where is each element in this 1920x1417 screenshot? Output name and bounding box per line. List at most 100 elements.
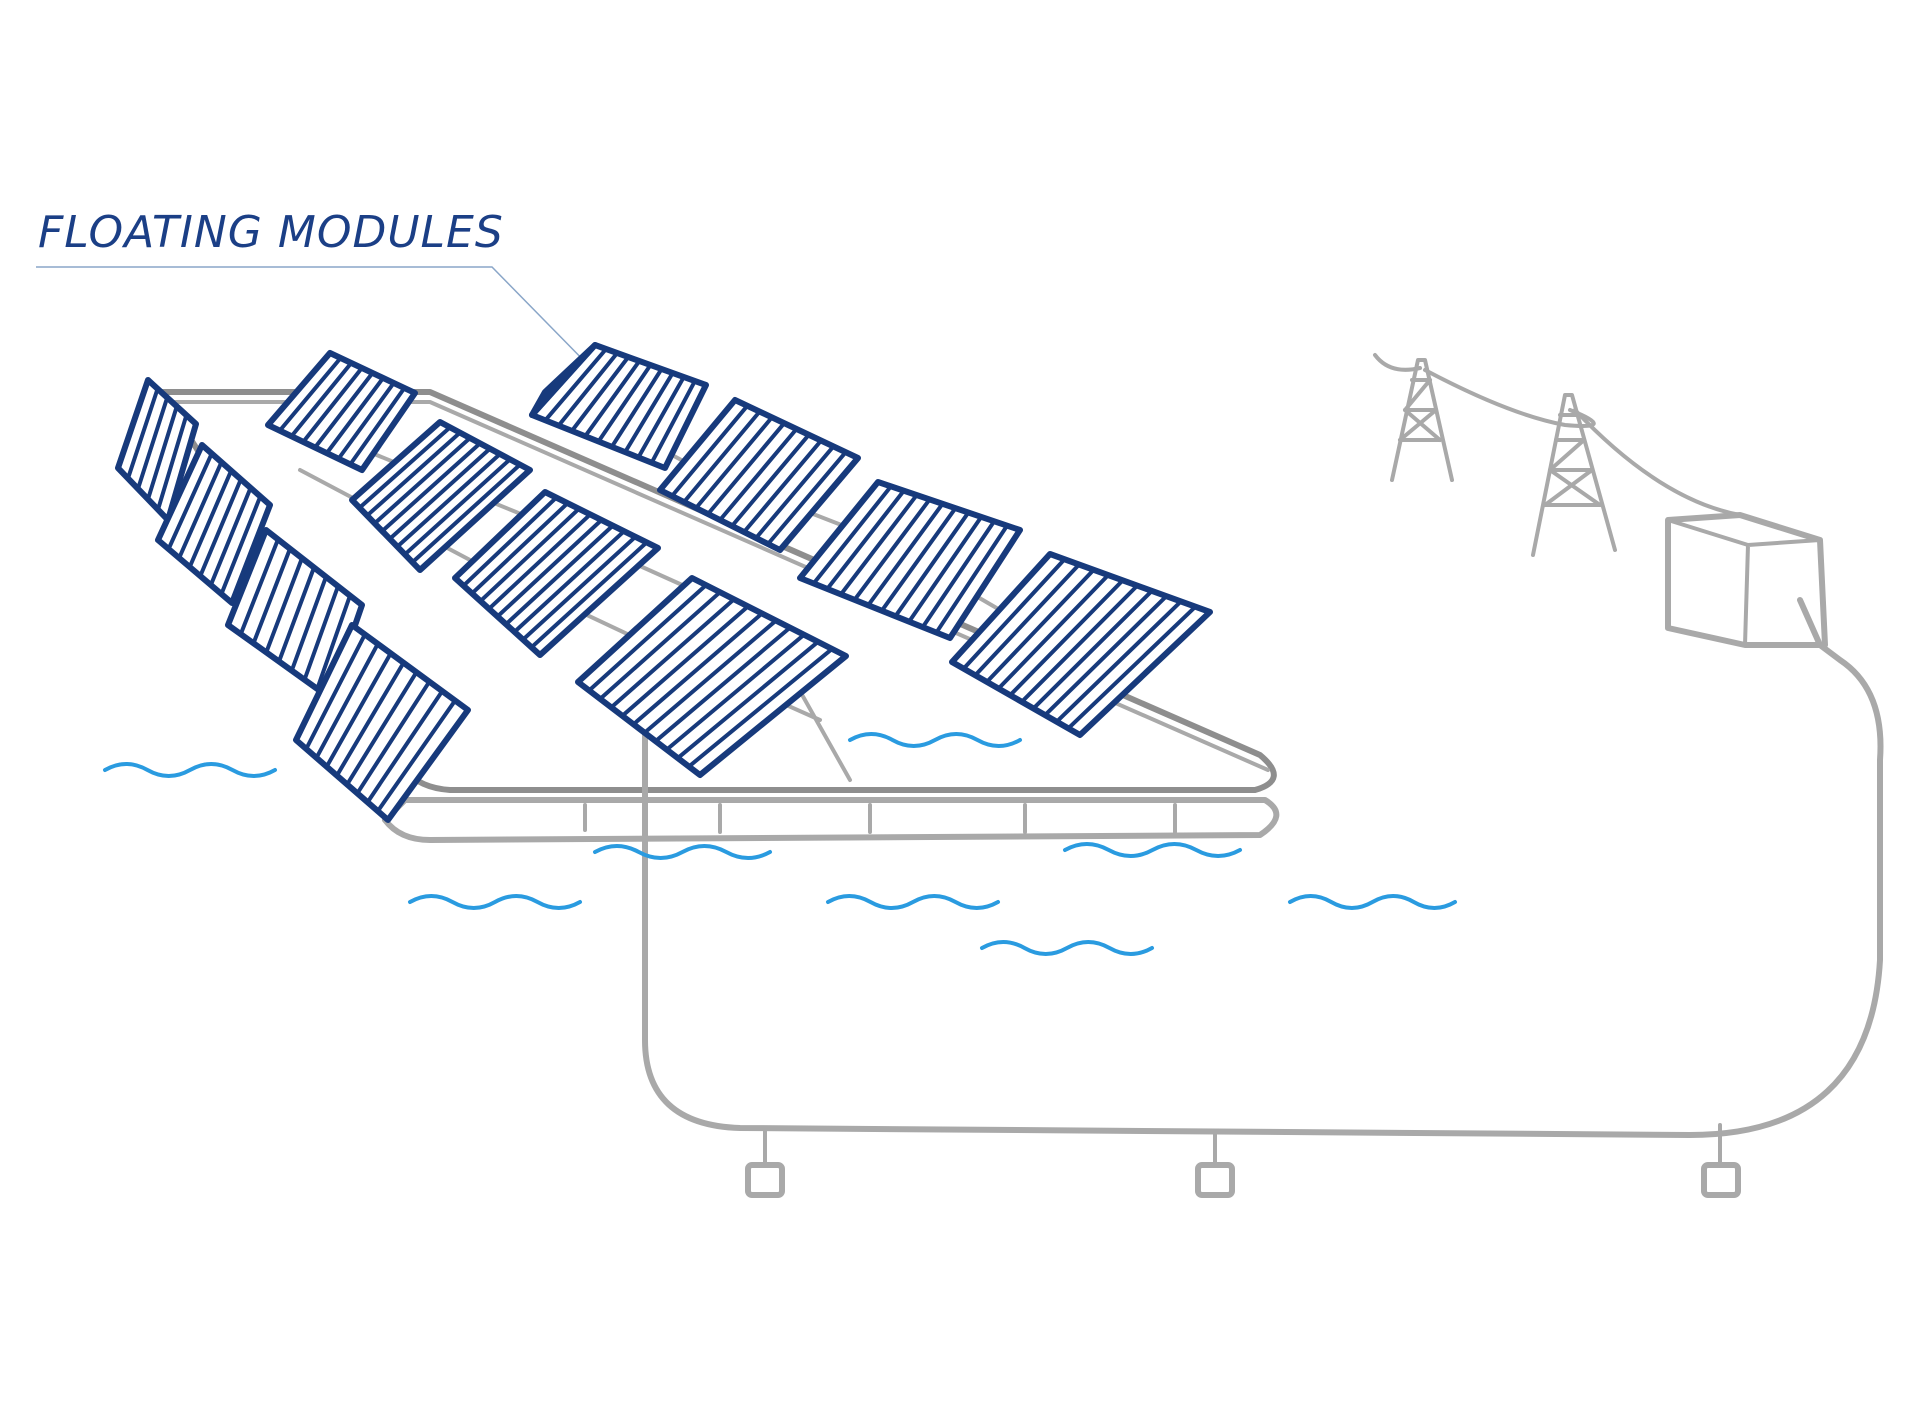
panel-cell-line [156,413,189,512]
panel-cell-line [543,347,609,423]
panel-cell-line [251,546,292,646]
pylon-1 [1390,358,1454,482]
panel-cell-line [324,651,393,769]
panel-cell-line [357,425,452,510]
panel-cell-line [907,514,984,624]
wave [593,844,772,860]
panel-cell-line [569,355,631,433]
panel-cell-line [879,506,958,613]
panel-cell-line [694,415,774,510]
panel-cell-line [556,351,620,428]
panel-cell-line [718,427,799,522]
panel-cell-line [198,477,243,578]
label-leader-line [36,266,599,376]
panel-cell-line [1043,594,1169,718]
anchor-1 [745,1126,785,1198]
panel-cell-line [238,537,280,637]
panel-cell-line [187,468,234,569]
panel-cell-line [372,436,472,526]
solar-panel [155,442,273,606]
panel-cell-line [219,494,263,596]
panel-cell-line [742,438,824,534]
panel-cell-line [529,540,649,650]
panel-cell-line [866,501,945,608]
panel-cell-line [478,506,581,604]
panel-cell-line [380,441,482,534]
floating-modules-label: FLOATING MODULES [38,207,504,258]
panel-cell-line [682,409,762,504]
panel-cell-line [973,562,1082,678]
panel-cell-line [642,618,778,735]
panel-cell-line [825,488,906,591]
panel-cell-line [375,698,458,814]
panel-cell-line [587,583,708,693]
panel-cell-line [852,497,932,602]
panel-cell-line [487,512,593,611]
panel-cell-line [410,462,522,565]
panel-cell-line [609,597,736,710]
panel-cell-line [1008,578,1125,698]
panel-cell-line [334,660,406,778]
panel-cell-line [512,529,627,634]
panel-cell-line [355,679,432,796]
wave [826,894,1000,910]
panel-cell-line [961,557,1067,671]
panel-cell-line [596,363,653,444]
panel-cell-line [1066,604,1198,731]
solar-panel [529,342,598,418]
panel-cell-line [664,632,806,752]
panel-cell-line [1031,588,1154,711]
solar-panels [115,342,1213,823]
panel-cell-line [365,689,445,805]
panel-cell-line [620,604,750,718]
wave [848,732,1022,748]
panel-cell-line [301,366,364,444]
panel-cell-line [1054,599,1183,724]
panel-cell-line [670,403,750,498]
panel-cell-line [766,450,848,546]
anchor-3 [1701,1123,1741,1198]
panel-cell-line [324,376,386,456]
panel-cell-line [649,379,697,465]
wave [408,894,582,910]
panel-cell-line [838,493,919,597]
panel-cell-line [313,371,375,450]
panel-cell-line [996,573,1111,691]
panel-cell-line [754,444,836,540]
panel-cell-line [598,590,722,701]
panel-cell-line [504,523,615,627]
panel-cell-line [387,446,492,541]
panel-cell-line [461,495,559,588]
panel-cell-line [402,457,512,557]
panel-cell-line [675,639,820,761]
panel-cell-line [289,361,354,439]
panel-cell-line [304,632,367,751]
pylon-2 [1531,393,1617,557]
water-waves [103,732,1457,956]
panel-cell-line [177,460,224,560]
panel-cell-line [934,523,1010,635]
panel-cell-line [395,452,502,549]
panel-cell-line [706,421,787,516]
power-cable [642,597,1884,1138]
panel-cell-line [631,611,764,727]
panel-cell-line [920,519,997,630]
panel-cell-line [208,485,253,587]
wave [1063,842,1242,858]
panel-cell-line [302,584,340,682]
panel-cell-line [365,430,462,518]
panel-cell-line [623,371,675,455]
panel-cell-line [314,641,380,760]
panel-cell-line [470,501,570,596]
transformer-box [1665,512,1828,648]
panel-cell-line [609,367,664,449]
wave [980,940,1154,956]
panel-cell-line [1019,583,1140,704]
panel-cell-line [348,386,407,467]
panel-cell-line [811,484,893,586]
anchors [745,1123,1741,1198]
panel-cell-line [893,510,971,619]
panel-cell-line [521,534,638,642]
panel-cell-line [136,395,170,491]
